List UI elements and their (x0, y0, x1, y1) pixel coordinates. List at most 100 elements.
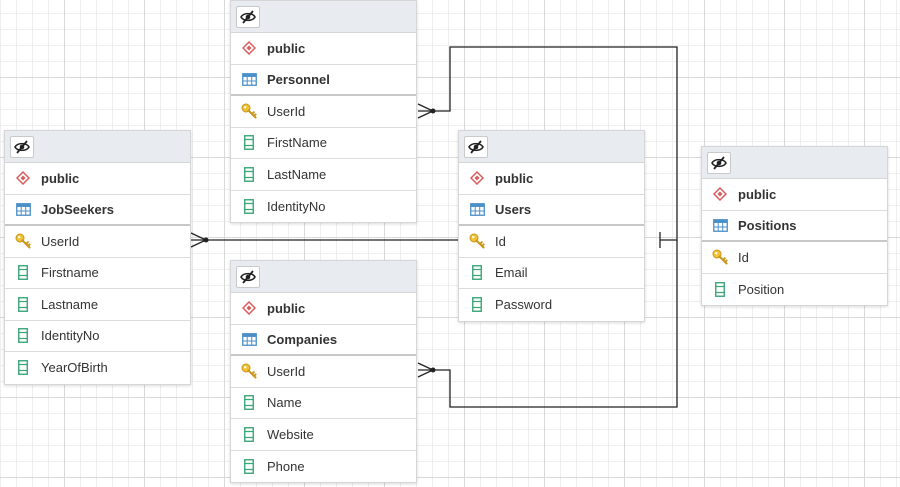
column-icon (469, 265, 485, 281)
column-row[interactable]: Website (231, 419, 416, 451)
column-name: IdentityNo (41, 328, 100, 344)
column-icon (241, 198, 257, 214)
column-icon (241, 426, 257, 442)
schema-diamond-icon (241, 300, 257, 316)
column-name: Id (495, 233, 506, 249)
primary-key-icon (15, 233, 31, 249)
column-row-primary-key[interactable]: Id (459, 226, 644, 258)
eye-slash-icon[interactable] (236, 5, 260, 28)
schema-label: public (738, 186, 777, 202)
node-header (231, 1, 416, 33)
node-header (231, 261, 416, 293)
column-row[interactable]: Name (231, 387, 416, 419)
primary-key-icon (241, 103, 257, 119)
column-row[interactable]: LastName (231, 159, 416, 191)
column-row-primary-key[interactable]: UserId (231, 356, 416, 388)
primary-key-icon (469, 233, 485, 249)
table-name: Personnel (267, 71, 330, 87)
table-name-row: Positions (702, 210, 887, 242)
column-icon (712, 281, 728, 297)
table-name-row: Companies (231, 324, 416, 356)
column-row[interactable]: Position (702, 273, 887, 305)
column-icon (241, 458, 257, 474)
column-row[interactable]: FirstName (231, 127, 416, 159)
schema-label: public (267, 40, 306, 56)
column-name: IdentityNo (267, 198, 326, 214)
link-dot-companies (430, 367, 436, 373)
table-icon (712, 217, 728, 233)
column-name: Password (495, 297, 553, 313)
column-name: FirstName (267, 135, 327, 151)
column-row[interactable]: YearOfBirth (5, 352, 190, 384)
column-icon (469, 297, 485, 313)
schema-label: public (495, 170, 534, 186)
table-icon (241, 331, 257, 347)
column-name: Lastname (41, 296, 99, 312)
column-name: UserId (41, 233, 80, 249)
column-row[interactable]: Email (459, 257, 644, 289)
schema-diamond-icon (15, 170, 31, 186)
eye-slash-icon[interactable] (464, 135, 488, 158)
column-row[interactable]: Lastname (5, 289, 190, 321)
column-icon (15, 296, 31, 312)
crow-foot-companies (417, 362, 435, 378)
table-icon (469, 201, 485, 217)
schema-row: public (459, 163, 644, 195)
node-header (459, 131, 644, 163)
table-name-row: Users (459, 194, 644, 226)
schema-diamond-icon (241, 40, 257, 56)
column-name: LastName (267, 166, 327, 182)
table-name: Positions (738, 217, 797, 233)
column-icon (15, 360, 31, 376)
table-icon (241, 71, 257, 87)
crow-foot-personnel (417, 103, 435, 119)
column-row[interactable]: IdentityNo (231, 190, 416, 222)
column-row[interactable]: Phone (231, 450, 416, 482)
eye-slash-icon[interactable] (707, 151, 731, 174)
column-name: Firstname (41, 265, 99, 281)
eye-slash-icon[interactable] (236, 265, 260, 288)
primary-key-icon (241, 363, 257, 379)
link-dot-jobseekers (203, 237, 209, 243)
column-icon (15, 328, 31, 344)
link-dot-personnel (430, 108, 436, 114)
column-row[interactable]: Firstname (5, 257, 190, 289)
table-icon (15, 201, 31, 217)
column-name: Email (495, 265, 528, 281)
column-name: UserId (267, 363, 306, 379)
node-header (5, 131, 190, 163)
table-name-row: Personnel (231, 64, 416, 96)
column-row[interactable]: IdentityNo (5, 320, 190, 352)
column-icon (15, 265, 31, 281)
crow-foot-jobseekers (190, 232, 208, 248)
table-name: JobSeekers (41, 201, 114, 217)
column-icon (241, 135, 257, 151)
column-name: Position (738, 281, 785, 297)
schema-row: public (231, 293, 416, 325)
schema-label: public (267, 300, 306, 316)
schema-diamond-icon (469, 170, 485, 186)
schema-row: public (5, 163, 190, 195)
eye-slash-icon[interactable] (10, 135, 34, 158)
column-row-primary-key[interactable]: Id (702, 242, 887, 274)
column-name: UserId (267, 103, 306, 119)
column-row-primary-key[interactable]: UserId (231, 96, 416, 128)
table-name: Companies (267, 331, 338, 347)
table-name: Users (495, 201, 532, 217)
column-icon (241, 395, 257, 411)
column-row-primary-key[interactable]: UserId (5, 226, 190, 258)
column-icon (241, 166, 257, 182)
column-row[interactable]: Password (459, 289, 644, 321)
schema-label: public (41, 170, 80, 186)
column-name: Phone (267, 458, 305, 474)
